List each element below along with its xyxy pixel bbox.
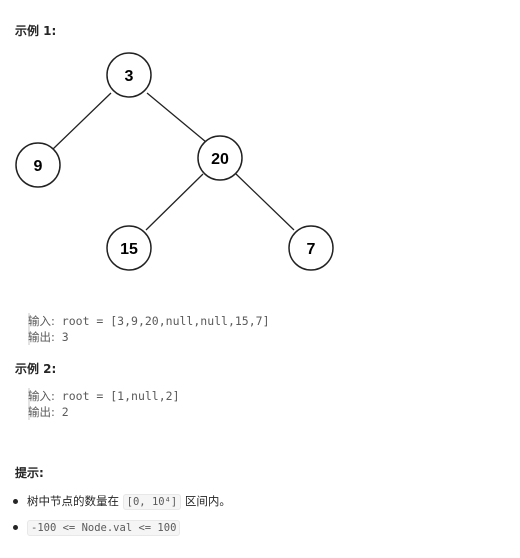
example-1-output-line: 输出: 3 [18, 329, 270, 345]
input-value: root = [1,null,2] [54, 389, 180, 403]
tree-edge-20-7 [235, 173, 295, 231]
node-count-range-code: [0, 10⁴] [122, 494, 182, 510]
example-1-code-block: 输入: root = [3,9,20,null,null,15,7] 输出: 3 [28, 313, 270, 345]
output-label: 输出: [28, 405, 55, 419]
input-label: 输入: [28, 314, 55, 328]
svg-text:3: 3 [125, 68, 134, 85]
tree-edge-3-9 [52, 92, 112, 150]
example-1-input-line: 输入: root = [3,9,20,null,null,15,7] [18, 313, 270, 329]
svg-text:15: 15 [120, 241, 138, 258]
input-value: root = [3,9,20,null,null,15,7] [54, 314, 270, 328]
example-2-input-line: 输入: root = [1,null,2] [18, 388, 180, 404]
input-label: 输入: [28, 389, 55, 403]
output-label: 输出: [28, 330, 55, 344]
tree-node-15: 15 [106, 225, 152, 271]
hints-title: 提示: [15, 466, 44, 480]
svg-text:20: 20 [211, 151, 229, 168]
tree-node-20: 20 [197, 135, 243, 181]
output-value: 2 [54, 405, 69, 419]
svg-text:7: 7 [307, 241, 316, 258]
tree-node-9: 9 [15, 142, 61, 188]
example-2-code-block: 输入: root = [1,null,2] 输出: 2 [28, 388, 180, 420]
svg-text:9: 9 [34, 158, 43, 175]
binary-tree-diagram: 3 9 20 15 7 [15, 52, 334, 271]
output-value: 3 [54, 330, 69, 344]
example-2-title: 示例 2: [15, 362, 57, 376]
tree-node-3: 3 [106, 52, 152, 98]
tree-edge-20-15 [145, 173, 204, 231]
tree-edge-3-20 [146, 92, 207, 143]
example-2-output-line: 输出: 2 [18, 404, 180, 420]
hint-item-node-value: -100 <= Node.val <= 100 [13, 516, 231, 542]
hint-item-node-count: 树中节点的数量在 [0, 10⁴] 区间内。 [13, 490, 231, 516]
hints-list: 树中节点的数量在 [0, 10⁴] 区间内。 -100 <= Node.val … [13, 490, 231, 542]
tree-node-7: 7 [288, 225, 334, 271]
node-value-range-code: -100 <= Node.val <= 100 [27, 520, 181, 536]
example-1-title: 示例 1: [15, 24, 57, 38]
